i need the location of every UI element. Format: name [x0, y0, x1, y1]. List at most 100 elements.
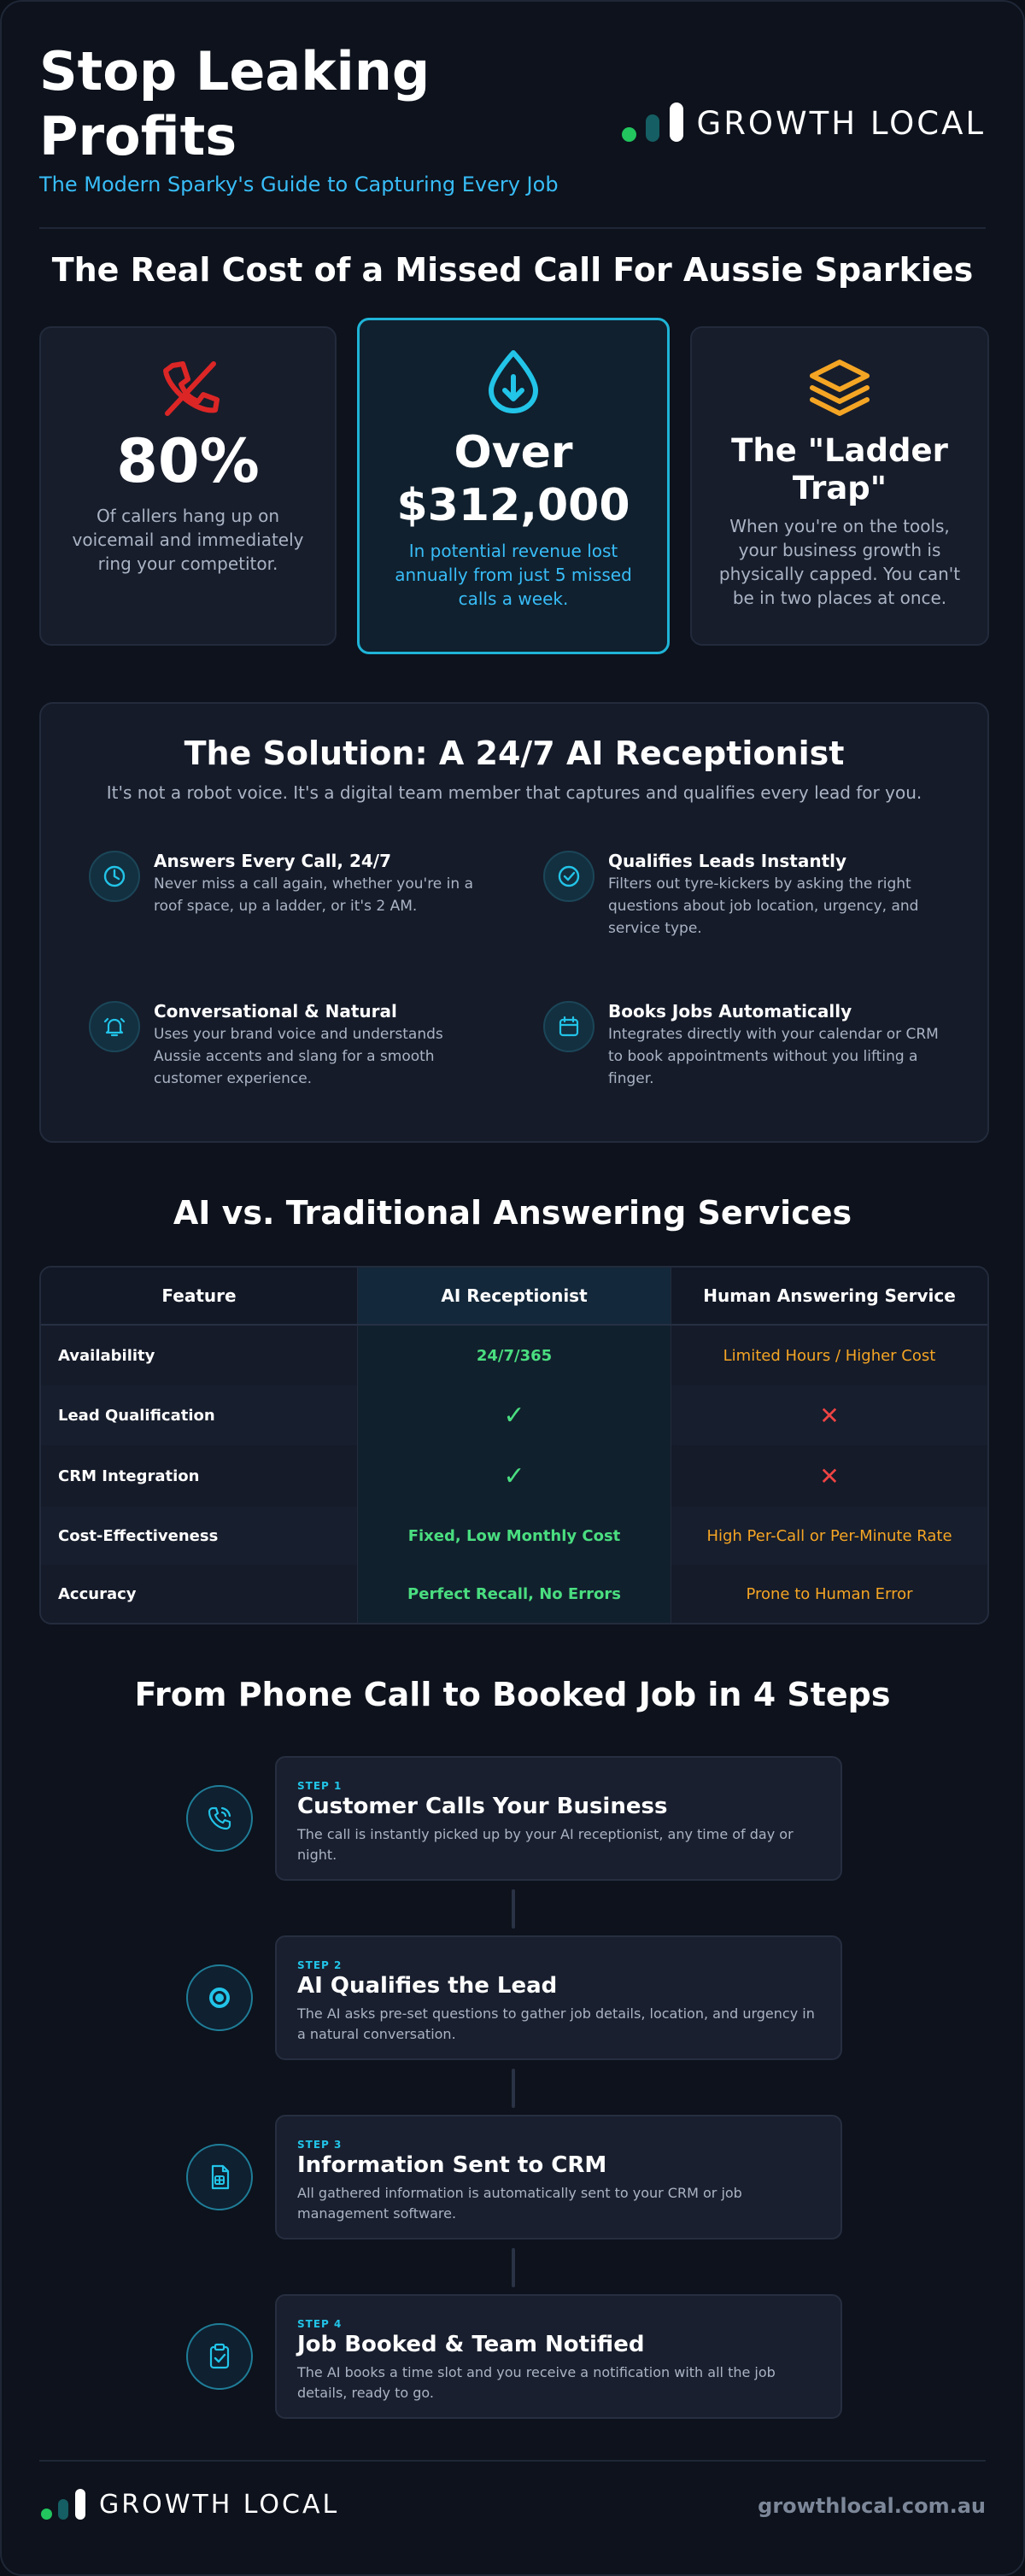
header: Stop Leaking Profits The Modern Sparky's… — [39, 39, 986, 210]
step-title: Information Sent to CRM — [297, 2152, 607, 2178]
cross-icon: ✕ — [819, 1461, 840, 1490]
feature-text: Filters out tyre-kickers by asking the r… — [608, 875, 919, 937]
check-badge-icon — [543, 851, 594, 902]
human-cell: ✕ — [671, 1385, 987, 1445]
cross-icon: ✕ — [819, 1401, 840, 1430]
feature-text: Never miss a call again, whether you're … — [154, 875, 473, 915]
page-subtitle: The Modern Sparky's Guide to Capturing E… — [39, 173, 559, 196]
stat-description: Of callers hang up on voicemail and imme… — [72, 506, 304, 574]
feature-cell: CRM Integration — [58, 1467, 200, 1485]
brand-mark-icon — [618, 99, 687, 147]
layers-icon — [810, 360, 870, 416]
stat-card-revenue: Over $312,000 In potential revenue lost … — [357, 318, 670, 654]
checkmark-icon: ✓ — [503, 1400, 525, 1431]
step-connector — [512, 2248, 515, 2287]
ai-cell: Perfect Recall, No Errors — [357, 1565, 671, 1623]
step-label: STEP 3 — [297, 2139, 343, 2151]
step-card: STEP 3 Information Sent to CRM All gathe… — [275, 2115, 842, 2239]
step-text: All gathered information is automaticall… — [297, 2185, 742, 2222]
footer-brand-logo[interactable]: GROWTH LOCAL — [39, 2487, 339, 2521]
footer-brand-name: GROWTH LOCAL — [99, 2489, 340, 2520]
table-row: Lead Qualification ✓ ✕ — [41, 1385, 987, 1445]
step-text: The call is instantly picked up by your … — [297, 1826, 794, 1863]
step-text: The AI asks pre-set questions to gather … — [297, 2005, 815, 2042]
column-header: Feature — [161, 1285, 237, 1306]
feature-cell: Availability — [58, 1346, 155, 1365]
missed-call-icon — [163, 361, 220, 416]
feature-title: Books Jobs Automatically — [608, 1001, 852, 1022]
solution-panel: The Solution: A 24/7 AI Receptionist It'… — [39, 702, 989, 1143]
feature-item: Books Jobs Automatically Integrates dire… — [543, 1001, 939, 1112]
footer: GROWTH LOCAL growthlocal.com.au — [39, 2479, 986, 2530]
ai-cell: Fixed, Low Monthly Cost — [357, 1507, 671, 1565]
page-title: Stop Leaking Profits — [39, 40, 430, 167]
step-text: The AI books a time slot and you receive… — [297, 2364, 776, 2401]
calendar-icon — [543, 1001, 594, 1052]
table-header-row: Feature AI Receptionist Human Answering … — [41, 1268, 987, 1326]
document-icon — [186, 2144, 253, 2210]
step-card: STEP 4 Job Booked & Team Notified The AI… — [275, 2294, 842, 2419]
feature-cell: Lead Qualification — [58, 1406, 215, 1425]
brand-logo[interactable]: GROWTH LOCAL — [618, 99, 986, 147]
target-icon — [186, 1964, 253, 2031]
step-connector — [512, 1889, 515, 1929]
checkmark-icon: ✓ — [503, 1461, 525, 1491]
table-row: CRM Integration ✓ ✕ — [41, 1445, 987, 1507]
brand-name: GROWTH LOCAL — [696, 104, 986, 142]
money-drop-icon — [489, 350, 538, 413]
stat-card-callers: 80% Of callers hang up on voicemail and … — [39, 326, 337, 646]
steps-heading: From Phone Call to Booked Job in 4 Steps — [134, 1676, 891, 1713]
stat-description: In potential revenue lost annually from … — [395, 541, 632, 609]
human-cell: High Per-Call or Per-Minute Rate — [706, 1526, 952, 1545]
human-cell: Limited Hours / Higher Cost — [723, 1346, 936, 1365]
step-label: STEP 1 — [297, 1780, 343, 1792]
table-row: Accuracy Perfect Recall, No Errors Prone… — [41, 1565, 987, 1623]
step-card: STEP 2 AI Qualifies the Lead The AI asks… — [275, 1935, 842, 2060]
comparison-table: Feature AI Receptionist Human Answering … — [39, 1266, 989, 1625]
feature-item: Qualifies Leads Instantly Filters out ty… — [543, 851, 936, 962]
column-header: Human Answering Service — [703, 1285, 956, 1306]
footer-website-link[interactable]: growthlocal.com.au — [758, 2494, 986, 2518]
step-title: Job Booked & Team Notified — [297, 2332, 645, 2357]
solution-subheading: It's not a robot voice. It's a digital t… — [106, 782, 922, 803]
feature-title: Answers Every Call, 24/7 — [154, 851, 392, 871]
table-row: Availability 24/7/365 Limited Hours / Hi… — [41, 1326, 987, 1385]
phone-ringing-icon — [186, 1785, 253, 1852]
step-title: AI Qualifies the Lead — [297, 1973, 558, 1999]
feature-text: Uses your brand voice and understands Au… — [154, 1026, 443, 1087]
bell-icon — [89, 1001, 140, 1052]
human-cell: ✕ — [671, 1445, 987, 1507]
stat-description: When you're on the tools, your business … — [718, 516, 961, 608]
footer-divider — [39, 2460, 986, 2462]
comparison-heading: AI vs. Traditional Answering Services — [173, 1194, 852, 1232]
clock-icon — [89, 851, 140, 902]
cost-heading: The Real Cost of a Missed Call For Aussi… — [51, 251, 974, 289]
solution-heading: The Solution: A 24/7 AI Receptionist — [184, 735, 845, 772]
feature-title: Qualifies Leads Instantly — [608, 851, 847, 871]
stat-value: Over $312,000 — [396, 427, 630, 531]
feature-text: Integrates directly with your calendar o… — [608, 1026, 939, 1087]
stat-value: 80% — [116, 426, 260, 496]
header-divider — [39, 227, 986, 229]
feature-title: Conversational & Natural — [154, 1001, 397, 1022]
column-header: AI Receptionist — [357, 1268, 671, 1324]
ai-cell: 24/7/365 — [357, 1326, 671, 1385]
table-row: Cost-Effectiveness Fixed, Low Monthly Co… — [41, 1507, 987, 1565]
feature-cell: Cost-Effectiveness — [58, 1526, 219, 1545]
step-connector — [512, 2069, 515, 2108]
feature-item: Answers Every Call, 24/7 Never miss a ca… — [89, 851, 482, 962]
human-cell: Prone to Human Error — [746, 1584, 913, 1603]
brand-mark-icon — [39, 2487, 87, 2521]
stat-card-ladder: The "Ladder Trap" When you're on the too… — [690, 326, 989, 646]
feature-cell: Accuracy — [58, 1584, 137, 1603]
ai-cell: ✓ — [357, 1385, 671, 1445]
step-title: Customer Calls Your Business — [297, 1794, 668, 1819]
stat-value: The "Ladder Trap" — [731, 432, 948, 506]
step-label: STEP 4 — [297, 2318, 343, 2330]
feature-item: Conversational & Natural Uses your brand… — [89, 1001, 482, 1112]
clipboard-check-icon — [186, 2323, 253, 2390]
step-card: STEP 1 Customer Calls Your Business The … — [275, 1756, 842, 1881]
step-label: STEP 2 — [297, 1959, 343, 1971]
ai-cell: ✓ — [357, 1445, 671, 1507]
